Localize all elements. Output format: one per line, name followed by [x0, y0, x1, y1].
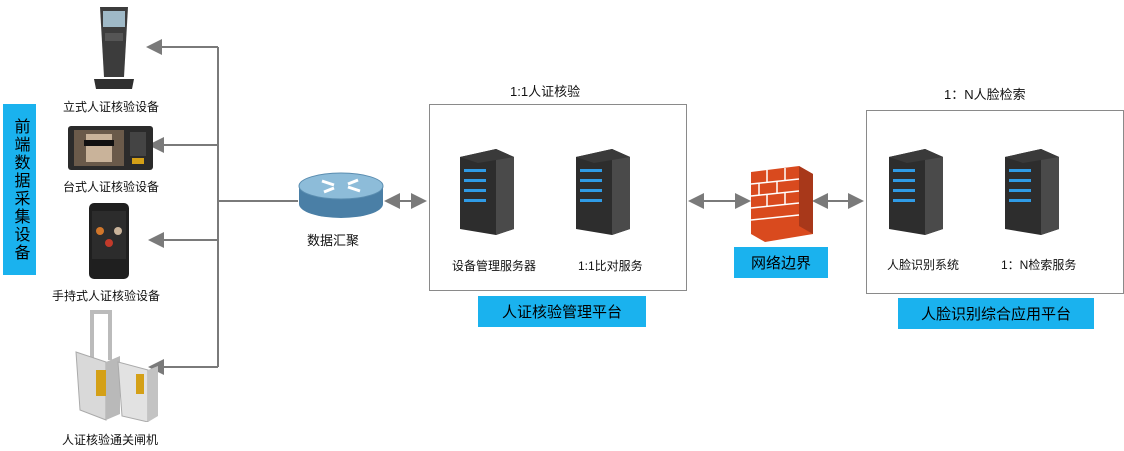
right-platform-tag: 人脸识别综合应用平台 — [898, 298, 1094, 329]
left-panel-title: 1:1人证核验 — [510, 84, 581, 99]
right-panel: 人脸识别系统 1：N检索服务 — [866, 110, 1124, 294]
compare-service-label: 1:1比对服务 — [578, 259, 643, 273]
server-icon — [576, 149, 630, 235]
n-search-service-label: 1：N检索服务 — [1001, 258, 1077, 272]
server-icon — [889, 149, 943, 235]
face-recognition-system-label: 人脸识别系统 — [887, 258, 960, 272]
handheld-device-icon — [89, 203, 129, 279]
firewall-icon — [750, 162, 813, 242]
router-icon — [298, 172, 384, 222]
right-panel-title: 1：N人脸检索 — [944, 87, 1026, 102]
side-tag: 前端数据采集设备 — [3, 104, 36, 275]
left-panel: 设备管理服务器 1:1比对服务 — [429, 104, 687, 291]
server-icon — [460, 149, 514, 235]
gate-label: 人证核验通关闸机 — [62, 433, 159, 447]
device-mgmt-server-label: 设备管理服务器 — [452, 259, 537, 273]
router-label: 数据汇聚 — [307, 233, 360, 248]
kiosk-label: 立式人证核验设备 — [63, 100, 160, 114]
gate-device-icon — [72, 310, 158, 423]
kiosk-device-icon — [90, 3, 138, 91]
network-boundary-tag: 网络边界 — [734, 247, 828, 278]
left-platform-tag: 人证核验管理平台 — [478, 296, 646, 327]
server-icon — [1005, 149, 1059, 235]
handheld-label: 手持式人证核验设备 — [52, 289, 161, 303]
desktop-label: 台式人证核验设备 — [63, 180, 160, 194]
desktop-device-icon — [68, 124, 153, 172]
